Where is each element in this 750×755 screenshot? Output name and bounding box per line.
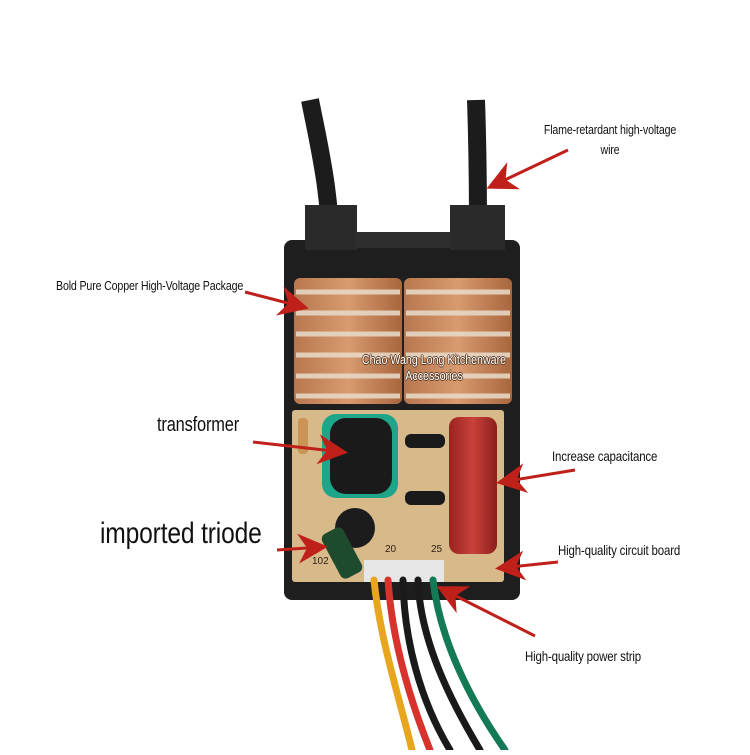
label-triode: imported triode (100, 517, 262, 550)
label-wire-line1: Flame-retardant high-voltage (543, 122, 677, 137)
copper-coils (294, 278, 512, 404)
watermark: Chao Wang Long Kitchenware Accessories (352, 352, 516, 384)
arrow-transformer (252, 434, 348, 465)
arrow-circuit-board (495, 550, 559, 581)
label-power-strip: High-quality power strip (525, 648, 642, 664)
arrow-power-strip (436, 586, 536, 638)
label-capacitance: Increase capacitance (552, 448, 658, 464)
label-copper-package: Bold Pure Copper High-Voltage Package (56, 278, 244, 293)
board-marking-102: 102 (312, 556, 329, 567)
label-wire-line2: wire (600, 142, 620, 157)
arrow-copper (244, 286, 309, 316)
connector (364, 560, 444, 582)
board-marking-20: 20 (385, 544, 397, 555)
lead-wires (370, 576, 509, 754)
label-circuit-board: High-quality circuit board (558, 542, 681, 558)
annotation-arrows (244, 148, 576, 638)
watermark-line1: Chao Wang Long Kitchenware (361, 352, 507, 367)
capacitor (449, 417, 497, 554)
board-marking-25: 25 (431, 544, 443, 555)
watermark-line2: Accessories (405, 368, 463, 383)
label-transformer: transformer (157, 414, 240, 436)
arrow-triode (276, 533, 328, 564)
arrow-capacitance (496, 463, 576, 493)
label-wire: Flame-retardant high-voltage wire (528, 120, 692, 160)
arrow-wire (486, 148, 569, 190)
